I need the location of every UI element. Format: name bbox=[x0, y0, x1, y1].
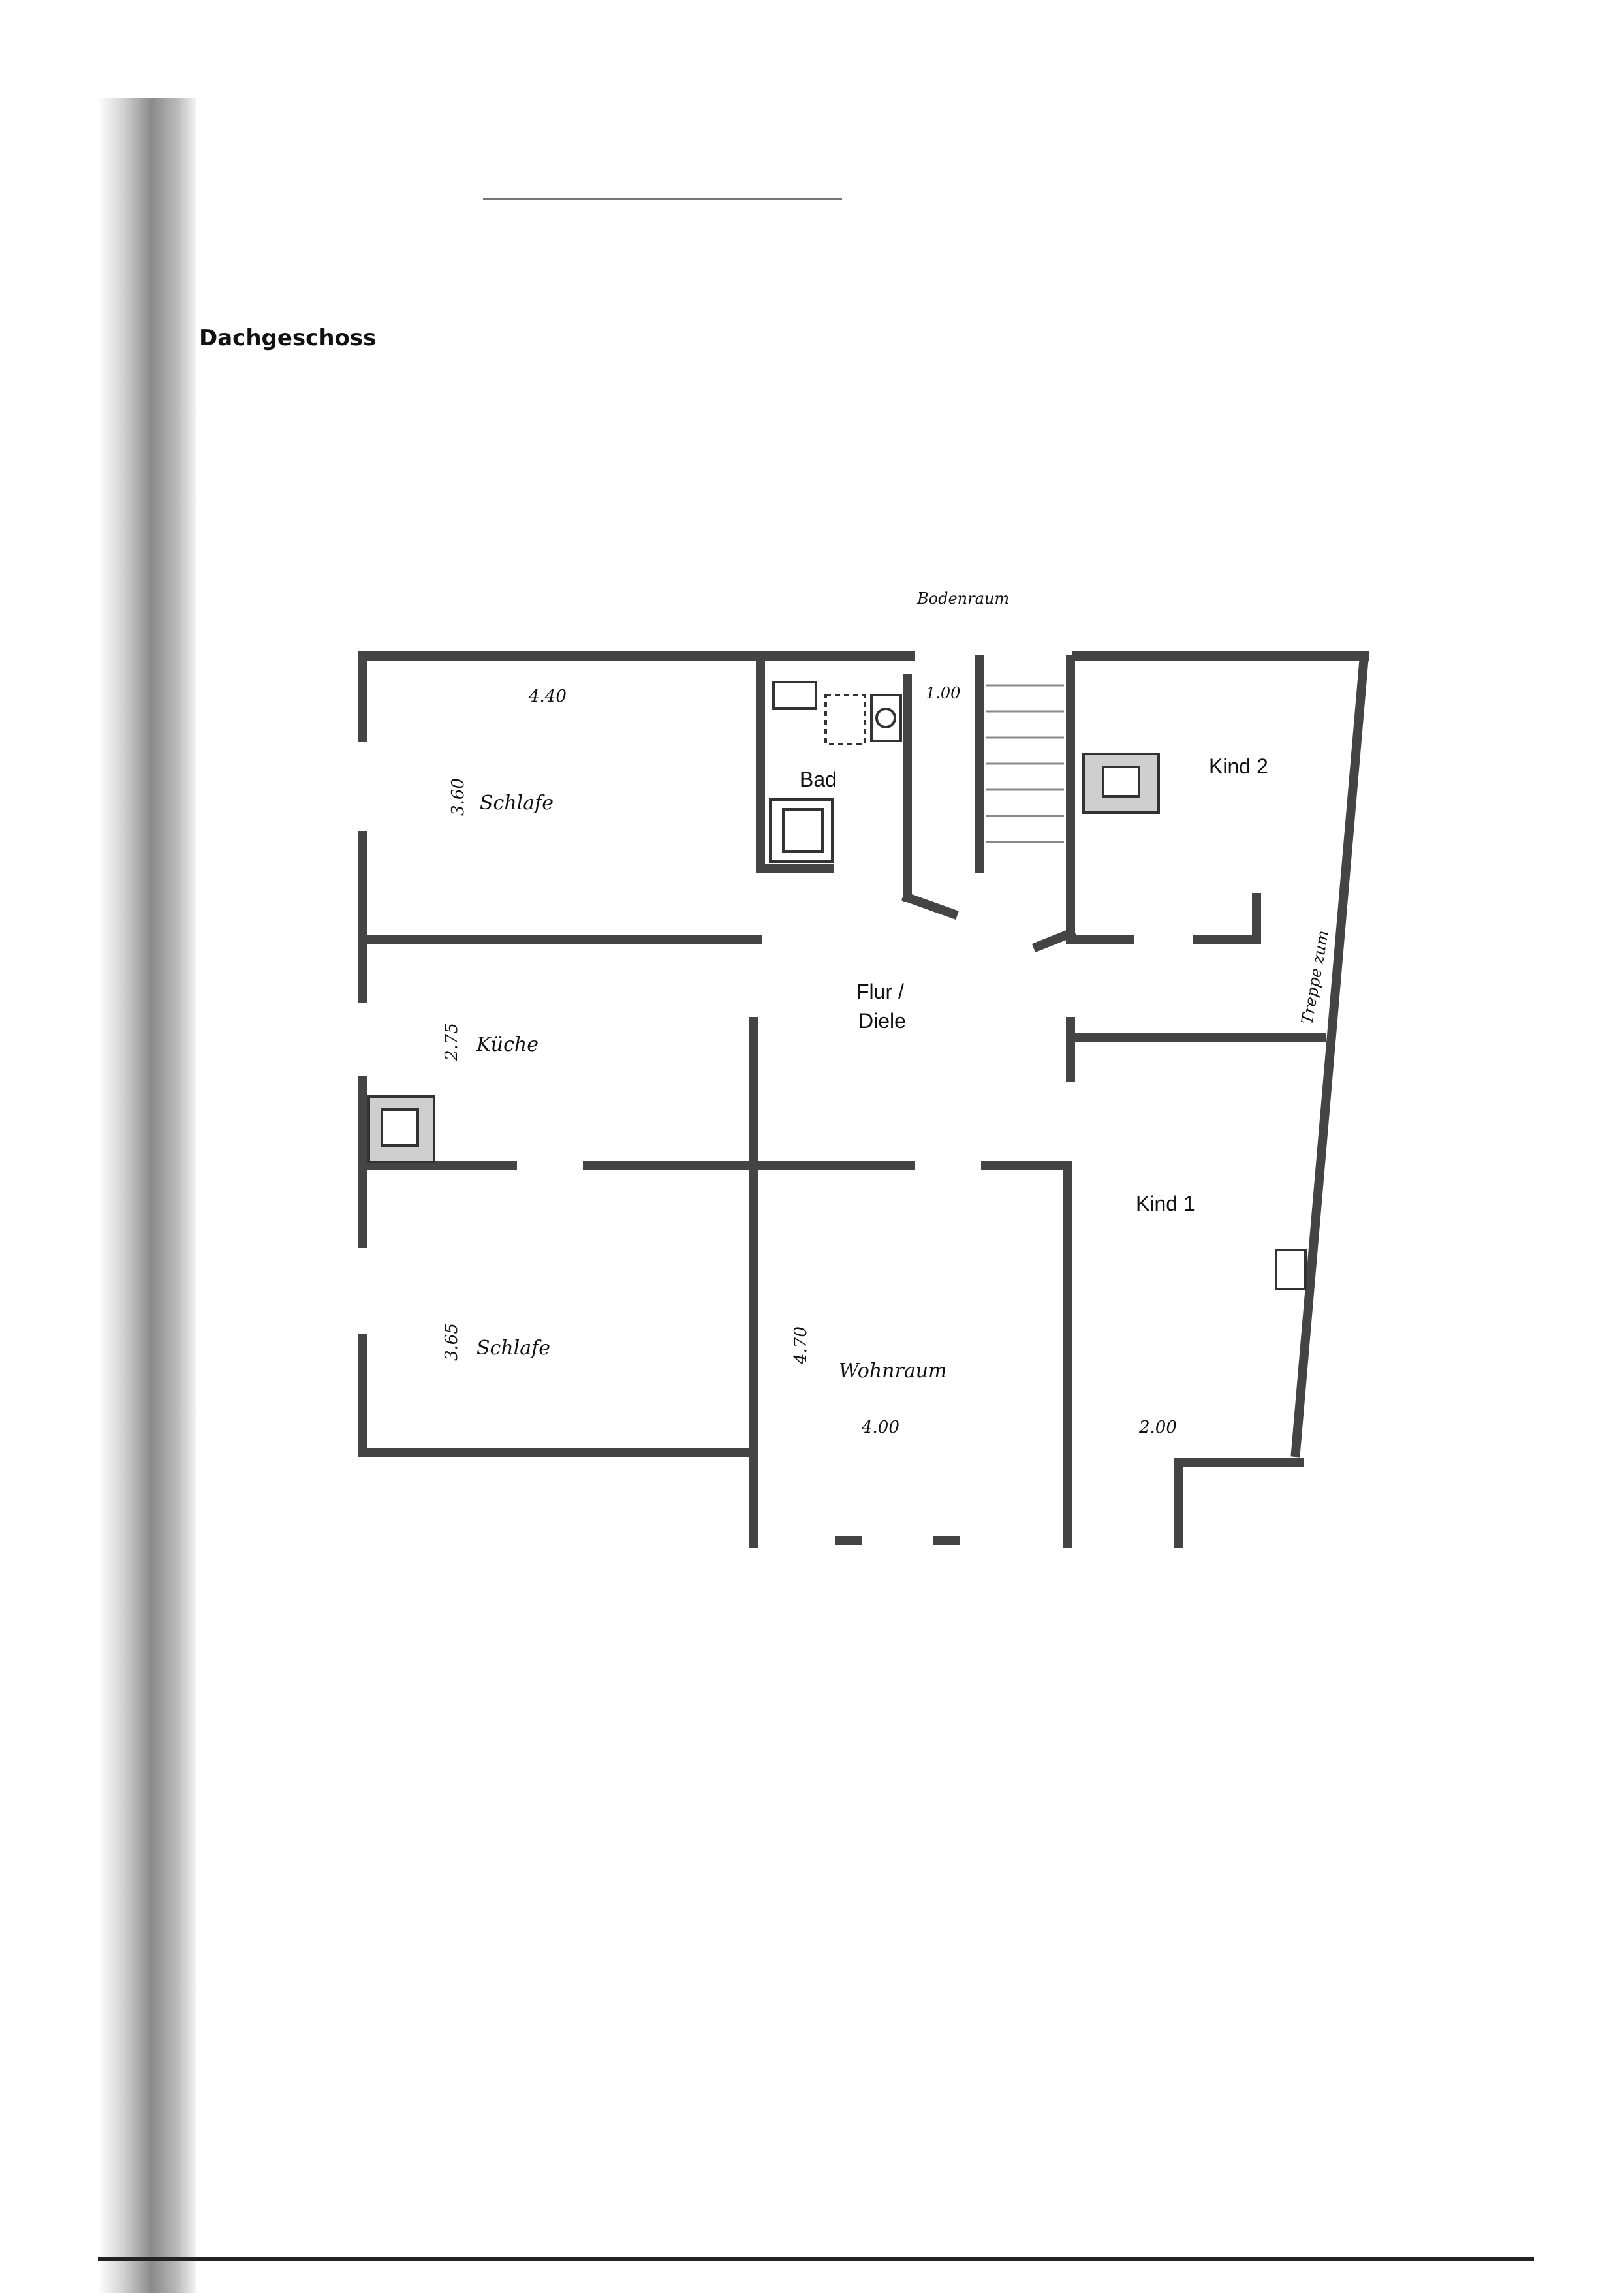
dim-top-width: 4.40 bbox=[528, 687, 567, 706]
dim-wohnraum-depth: 4.70 bbox=[791, 1326, 811, 1365]
page-binding-shadow bbox=[98, 98, 196, 2293]
top-rule bbox=[483, 198, 842, 200]
room-label-kind2: Kind 2 bbox=[1209, 755, 1268, 778]
toilet-icon bbox=[824, 694, 866, 745]
bad-shelf-icon bbox=[772, 681, 817, 710]
bathtub-icon bbox=[769, 798, 834, 863]
wall-right-slanted bbox=[1290, 651, 1369, 1458]
dim-wohnraum-width: 4.00 bbox=[861, 1418, 899, 1437]
wall-bad-door bbox=[901, 892, 959, 920]
page-title: Dachgeschoss bbox=[199, 325, 377, 351]
dim-schlafe-bottom-depth: 3.65 bbox=[442, 1323, 461, 1361]
dim-kind1-width: 2.00 bbox=[1138, 1418, 1177, 1437]
chimney-icon bbox=[1275, 1249, 1307, 1290]
washbasin-icon bbox=[870, 694, 902, 742]
staircase bbox=[986, 684, 1064, 843]
dim-schlafe-top-depth: 3.60 bbox=[448, 778, 468, 816]
room-label-diele: Diele bbox=[858, 1009, 906, 1033]
bottom-rule bbox=[98, 2257, 1534, 2261]
kitchen-stove-icon bbox=[367, 1095, 435, 1163]
dim-bad-width: 1.00 bbox=[926, 684, 960, 702]
room-label-schlafe-bottom: Schlafe bbox=[476, 1337, 550, 1360]
wall-stair-door bbox=[1031, 927, 1077, 953]
room-label-wohnraum: Wohnraum bbox=[839, 1360, 947, 1382]
room-label-schlafe-top: Schlafe bbox=[480, 792, 554, 815]
room-label-bodenraum: Bodenraum bbox=[916, 589, 1009, 608]
walls bbox=[358, 651, 1369, 1548]
dim-kueche-depth: 2.75 bbox=[442, 1023, 461, 1061]
room-label-kind1: Kind 1 bbox=[1136, 1192, 1195, 1215]
room-label-bad: Bad bbox=[800, 768, 837, 791]
fixtures bbox=[367, 681, 1307, 1290]
room-label-kueche: Küche bbox=[476, 1033, 539, 1056]
label-treppe: Treppe zum bbox=[1298, 929, 1332, 1025]
room-label-flur: Flur / bbox=[856, 980, 904, 1003]
